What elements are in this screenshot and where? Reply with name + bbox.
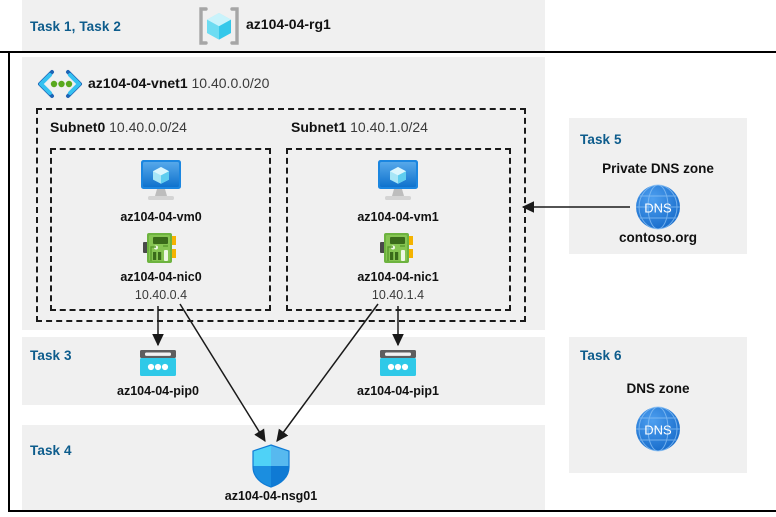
task4-label: Task 4 <box>30 443 72 458</box>
public-ip-address-icon <box>138 348 178 380</box>
subnet0-header: Subnet0 10.40.0.0/24 <box>50 119 187 135</box>
dns-zone-icon: DNS <box>633 404 683 454</box>
task5-label: Task 5 <box>580 132 622 147</box>
virtual-machine-icon <box>372 158 424 204</box>
vnet-panel <box>22 57 545 330</box>
dns-icon-text: DNS <box>644 423 672 438</box>
subnet1-header: Subnet1 10.40.1.0/24 <box>291 119 428 135</box>
nic0-name: az104-04-nic0 <box>120 270 202 284</box>
task1-task2-panel <box>22 0 545 51</box>
virtual-machine-icon <box>135 158 187 204</box>
dns-zone-title: DNS zone <box>626 381 690 396</box>
outer-frame-top <box>0 51 776 53</box>
nic0-ip: 10.40.0.4 <box>134 288 188 302</box>
dns-icon-text: DNS <box>644 201 672 216</box>
virtual-network-icon <box>36 69 84 99</box>
dns-zone-icon: DNS <box>633 182 683 232</box>
network-security-group-icon <box>250 443 292 489</box>
pip1-name: az104-04-pip1 <box>357 384 439 398</box>
nic1-name: az104-04-nic1 <box>357 270 439 284</box>
private-dns-zone-title: Private DNS zone <box>602 161 714 176</box>
task3-label: Task 3 <box>30 348 72 363</box>
vnet-header: az104-04-vnet1 10.40.0.0/20 <box>88 75 270 91</box>
vm0-name: az104-04-vm0 <box>120 210 202 224</box>
network-interface-icon <box>140 230 182 268</box>
vm1-name: az104-04-vm1 <box>357 210 439 224</box>
private-dns-zone-name: contoso.org <box>619 230 697 245</box>
outer-frame-left <box>8 52 10 512</box>
nsg-name: az104-04-nsg01 <box>224 489 318 503</box>
network-interface-icon <box>377 230 419 268</box>
outer-frame-bottom <box>8 510 776 512</box>
resource-group-name: az104-04-rg1 <box>246 16 331 32</box>
resource-group-icon <box>198 6 240 46</box>
task1-task2-label: Task 1, Task 2 <box>30 19 121 34</box>
subnet0-box <box>50 148 271 311</box>
nic1-ip: 10.40.1.4 <box>371 288 425 302</box>
public-ip-address-icon <box>378 348 418 380</box>
task6-label: Task 6 <box>580 348 622 363</box>
pip0-name: az104-04-pip0 <box>117 384 199 398</box>
